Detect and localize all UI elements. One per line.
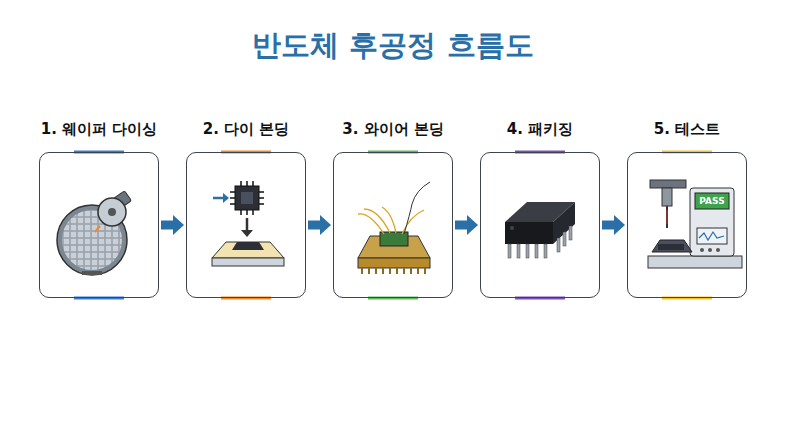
step-heading: 5. 테스트 — [654, 120, 720, 139]
ic-package — [505, 202, 575, 258]
screen-text: PASS — [695, 193, 729, 209]
flow-arrow — [455, 215, 478, 235]
flow-arrow — [602, 215, 625, 235]
diagram-title: 반도체 후공정 흐름도 — [0, 26, 786, 66]
step-heading: 1. 웨이퍼 다이싱 — [41, 120, 158, 139]
process-box: 1. 웨이퍼 다이싱 — [39, 152, 159, 298]
flow-arrow — [308, 215, 331, 235]
process-box: 4. 패키징 — [480, 152, 600, 298]
step-heading: 2. 다이 본딩 — [203, 120, 290, 139]
step-heading: 4. 패키징 — [507, 120, 573, 139]
process-box: 3. 와이어 본딩 — [333, 152, 453, 298]
step-heading: 3. 와이어 본딩 — [342, 120, 444, 139]
wafer-saw — [57, 191, 131, 275]
tester — [648, 180, 742, 268]
die-bond — [212, 181, 284, 266]
process-box: 5. 테스트 — [627, 152, 747, 298]
flow-arrow — [161, 215, 184, 235]
wire-bond — [358, 182, 430, 274]
frame-strips — [74, 152, 712, 298]
process-box: 2. 다이 본딩 — [186, 152, 306, 298]
